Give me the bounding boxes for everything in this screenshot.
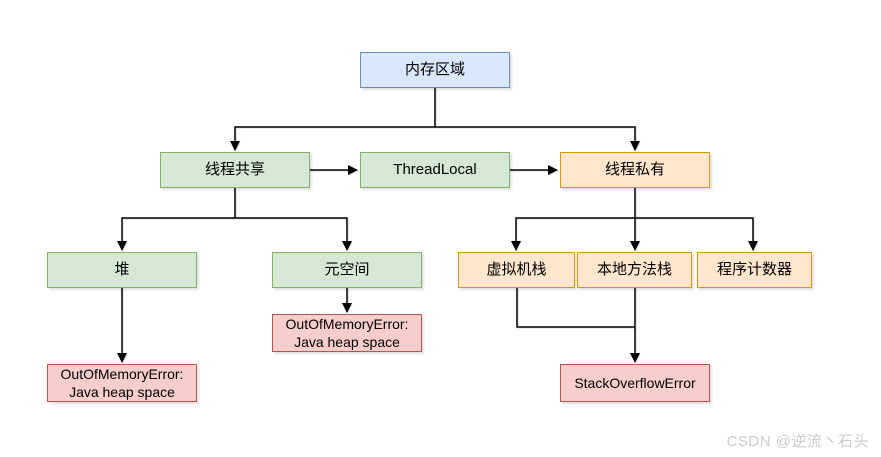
node-stack-overflow-error: StackOverflowError: [560, 364, 710, 402]
node-thread-local: ThreadLocal: [360, 152, 510, 188]
node-label: 堆: [114, 261, 130, 278]
edge-shared-to-metaspace: [235, 217, 352, 251]
node-label: ThreadLocal: [393, 161, 477, 178]
node-thread-private: 线程私有: [560, 152, 710, 188]
edge-private-to-vmstack: [511, 217, 635, 251]
node-memory-area: 内存区域: [360, 52, 510, 88]
node-label: 内存区域: [404, 61, 465, 78]
node-program-counter: 程序计数器: [697, 252, 812, 288]
node-label: OutOfMemoryError: Java heap space: [285, 316, 409, 350]
node-metaspace: 元空间: [272, 252, 422, 288]
node-label: 程序计数器: [716, 261, 792, 278]
node-label: OutOfMemoryError: Java heap space: [60, 366, 184, 400]
node-thread-shared: 线程共享: [160, 152, 310, 188]
node-heap-oom-error: OutOfMemoryError: Java heap space: [47, 364, 197, 402]
edge-vmstack-elbow: [516, 288, 635, 328]
edge-memory-to-shared: [230, 126, 435, 151]
node-heap: 堆: [47, 252, 197, 288]
node-vm-stack: 虚拟机栈: [458, 252, 575, 288]
edge-shared-to-heap: [117, 217, 235, 251]
node-metaspace-oom-error: OutOfMemoryError: Java heap space: [272, 314, 422, 352]
node-label: StackOverflowError: [574, 375, 696, 391]
node-native-method-stack: 本地方法栈: [577, 252, 692, 288]
edge-private-to-pc: [635, 217, 758, 251]
node-label: 线程私有: [604, 161, 665, 178]
node-label: 本地方法栈: [596, 261, 672, 278]
node-label: 虚拟机栈: [486, 261, 547, 278]
csdn-watermark: CSDN @逆流丶石头: [726, 433, 869, 450]
node-label: 线程共享: [204, 161, 265, 178]
node-label: 元空间: [324, 261, 370, 278]
edge-memory-to-private: [435, 126, 640, 151]
